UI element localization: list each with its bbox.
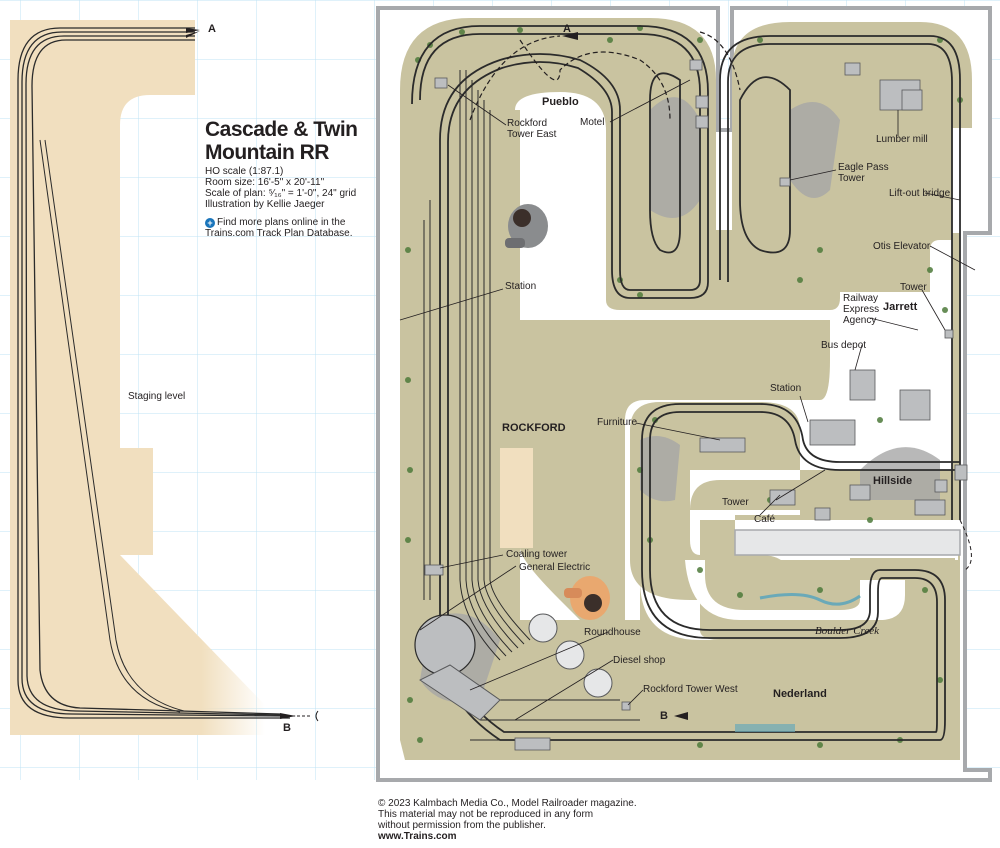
label-rockford-tower-east: Rockford Tower East: [507, 118, 557, 140]
label-otis-elevator: Otis Elevator: [873, 241, 931, 252]
plan-title-line1: Cascade & Twin: [205, 118, 358, 141]
label-station-rockford: Station: [505, 281, 537, 292]
label-tower-hillside: Tower: [722, 497, 749, 508]
label-boulder-creek: Boulder Creek: [815, 625, 880, 637]
label-tower-jarrett: Tower: [900, 282, 927, 293]
copyright-line3: without permission from the publisher.: [378, 820, 546, 831]
illustrator-text: Illustration by Kellie Jaeger: [205, 199, 325, 210]
plan-scale-text: Scale of plan: ⁵⁄₁₆" = 1'-0", 24" grid: [205, 188, 357, 199]
structures: [424, 59, 968, 751]
label-station-hillside: Station: [770, 383, 802, 394]
copyright-block: © 2023 Kalmbach Media Co., Model Railroa…: [378, 798, 678, 842]
main-marker-a: A: [563, 23, 571, 35]
staging-marker-b: B: [283, 722, 291, 734]
label-furniture: Furniture: [597, 417, 638, 428]
mainline-tracks: [411, 25, 961, 741]
more-plans-link[interactable]: +Find more plans online in the Trains.co…: [205, 217, 365, 239]
label-bus-depot: Bus depot: [821, 340, 867, 351]
turntable: [414, 614, 476, 676]
rockford-yard-tracks: [423, 70, 800, 741]
label-rockford-tower-west: Rockford Tower West: [643, 684, 738, 695]
staging-marker-a: A: [208, 23, 216, 35]
leader-lines: [399, 79, 976, 721]
staging-level-label: Staging level: [128, 391, 186, 402]
plan-title: Cascade & Twin Mountain RR: [205, 118, 375, 164]
town-label-jarrett: Jarrett: [883, 301, 918, 313]
roundhouse-building: [419, 664, 501, 721]
label-coaling-tower: Coaling tower: [506, 549, 568, 560]
rockford-notch: [500, 448, 533, 548]
label-diesel-shop: Diesel shop: [613, 655, 666, 666]
main-marker-b: B: [660, 710, 668, 722]
copyright-line2: This material may not be reproduced in a…: [378, 809, 594, 820]
main-level-panel: [376, 6, 992, 782]
label-lumber-mill: Lumber mill: [876, 134, 928, 145]
lift-out-shelf: [734, 529, 961, 556]
town-label-pueblo: Pueblo: [542, 96, 579, 108]
label-roundhouse: Roundhouse: [584, 627, 641, 638]
boulder-creek-water: [759, 593, 861, 606]
label-railway-express-agency: Railway Express Agency: [843, 293, 880, 326]
label-lift-out-bridge: Lift-out bridge: [889, 188, 951, 199]
label-motel: Motel: [580, 117, 605, 128]
nederland-inner-aisle: [685, 560, 905, 620]
town-label-rockford: ROCKFORD: [502, 422, 566, 434]
scale-text: HO scale (1:87.1): [205, 166, 284, 177]
label-eagle-pass-tower: Eagle Pass Tower: [838, 162, 889, 184]
town-label-nederland: Nederland: [773, 688, 827, 700]
plus-circle-icon: +: [205, 218, 215, 228]
aisle-upper: [515, 92, 958, 700]
operator-figure-2: [564, 576, 610, 620]
operator-figure-1: [505, 204, 548, 248]
label-general-electric: General Electric: [519, 562, 591, 573]
plan-title-line2: Mountain RR: [205, 141, 329, 164]
nederland-benchwork: [405, 560, 958, 760]
plan-info: HO scale (1:87.1) Room size: 16'-5" x 20…: [205, 166, 385, 210]
aisle-center: [520, 320, 660, 700]
staging-room-notch: [120, 448, 153, 555]
more-plans-text: Find more plans online in the Trains.com…: [205, 217, 353, 239]
room-size-text: Room size: 16'-5" x 20'-11": [205, 177, 325, 188]
copyright-line1: © 2023 Kalmbach Media Co., Model Railroa…: [378, 798, 637, 809]
trains-com-link[interactable]: www.Trains.com: [378, 831, 457, 842]
town-label-hillside: Hillside: [873, 475, 913, 487]
staging-level-panel: [10, 20, 319, 735]
pond: [735, 724, 795, 732]
label-cafe: Café: [754, 514, 776, 525]
